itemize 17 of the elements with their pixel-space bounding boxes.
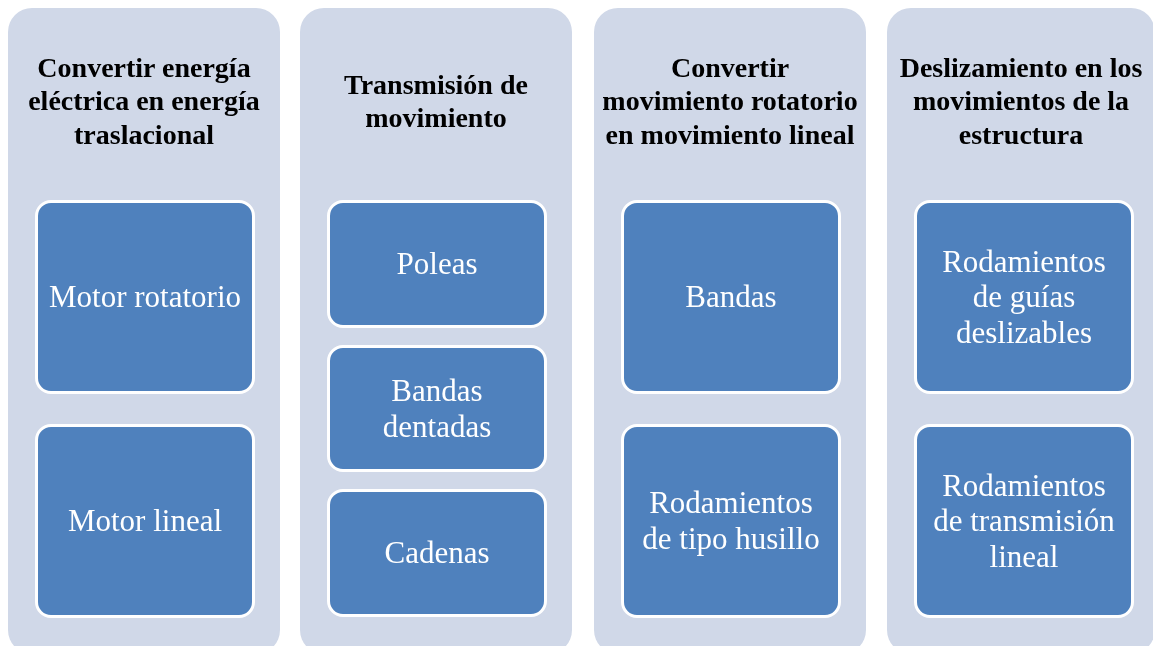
- category-panel: [8, 8, 280, 646]
- item-box: Rodamientos de tipo husillo: [621, 424, 841, 618]
- item-box: Bandas: [621, 200, 841, 394]
- category-panel: [300, 8, 572, 646]
- item-box: Poleas: [327, 200, 547, 328]
- category-panel: [887, 8, 1153, 646]
- panel-heading: Transmisión de movimiento: [343, 67, 529, 135]
- item-box: Cadenas: [327, 489, 547, 617]
- category-panel: [594, 8, 866, 646]
- panel-heading: Deslizamiento en los movimientos de la estructura: [898, 51, 1144, 151]
- panel-heading: Convertir movimiento rotatorio en movimiento lineal: [601, 51, 859, 151]
- item-box: Rodamientos de guías deslizables: [914, 200, 1134, 394]
- panel-heading: Convertir energía eléctrica en energía traslacional: [27, 51, 261, 151]
- item-box: Bandas dentadas: [327, 345, 547, 472]
- item-box: Rodamientos de transmisión lineal: [914, 424, 1134, 618]
- item-box: Motor rotatorio: [35, 200, 255, 394]
- item-box: Motor lineal: [35, 424, 255, 618]
